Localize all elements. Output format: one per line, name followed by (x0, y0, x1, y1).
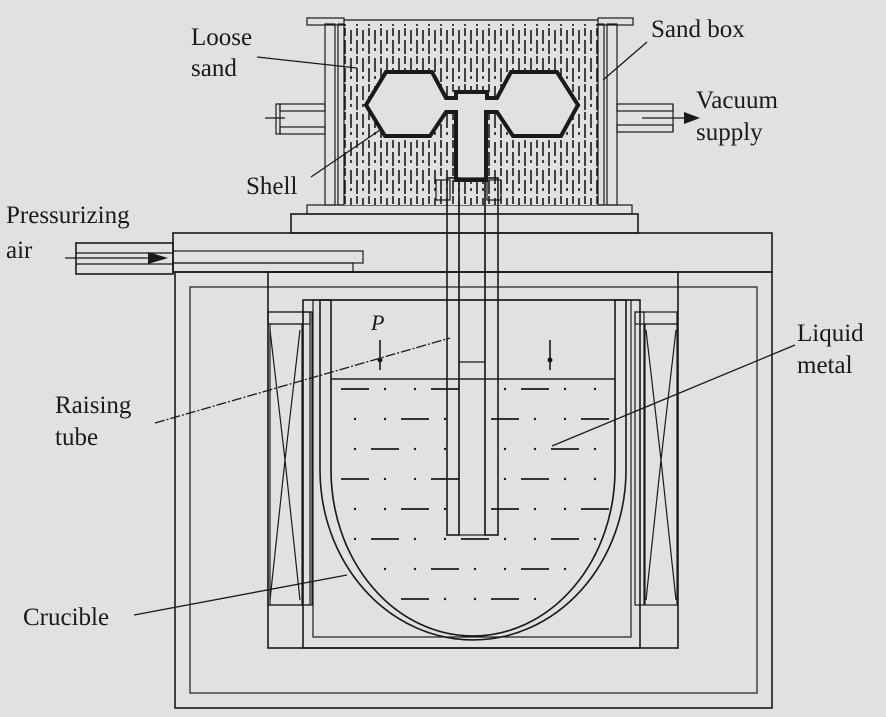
liquid-dot (503, 537, 507, 541)
crucible-wall (319, 299, 627, 641)
main-plate (172, 232, 773, 273)
raising-tube-wall-right (484, 177, 499, 536)
pressure-arrow-left (377, 340, 383, 370)
vacuum-port (616, 103, 700, 133)
liquid-dot (383, 387, 387, 391)
label-pressurizing-air-line2: air (6, 237, 33, 264)
liquid-dot (443, 537, 447, 541)
liquid-dot (563, 417, 567, 421)
liquid-dot (413, 387, 417, 391)
label-raising-tube-line2: tube (55, 424, 98, 451)
liquid-dot (563, 477, 567, 481)
leader-liquid-metal (551, 344, 796, 447)
upper-plate (290, 213, 639, 234)
liquid-dot (563, 507, 567, 511)
labels: Loose sand Sand box Vacuum supply Shell … (6, 16, 864, 631)
liquid-dot (413, 537, 417, 541)
liquid-dot (353, 537, 357, 541)
leader-crucible (133, 574, 348, 616)
liquid-dot (533, 537, 537, 541)
liquid-dot (593, 387, 597, 391)
raising-tube (435, 177, 502, 536)
tube-collar-left (435, 179, 451, 201)
furnace-outer-wall (174, 271, 773, 709)
leader-loose-sand (256, 56, 358, 69)
pressure-arrows: P (370, 310, 553, 370)
pressure-symbol: P (370, 310, 384, 335)
air-flow-arrow (148, 252, 168, 264)
side-port-left (265, 103, 326, 135)
liquid-dot (533, 417, 537, 421)
leader-raising-tube (154, 337, 451, 424)
liquid-dot (383, 507, 387, 511)
liquid-dot (533, 507, 537, 511)
heating-coil-right (634, 311, 678, 606)
liquid-dot (593, 537, 597, 541)
liquid-dot (503, 567, 507, 571)
liquid-dot (353, 417, 357, 421)
tube-collar-right (486, 179, 502, 201)
liquid-dot (503, 447, 507, 451)
liquid-dot (383, 417, 387, 421)
leader-lines (133, 41, 796, 616)
liquid-dot (533, 597, 537, 601)
liquid-dot (443, 597, 447, 601)
liquid-metal (330, 378, 616, 637)
air-channel (172, 250, 364, 264)
liquid-dot (503, 387, 507, 391)
furnace-inner-line (189, 286, 758, 694)
heating-coil-left (267, 311, 313, 606)
vacuum-flow-arrow (684, 112, 700, 124)
liquid-dot (353, 507, 357, 511)
liquid-dot (443, 447, 447, 451)
liquid-dot (593, 447, 597, 451)
shell-mould (363, 70, 581, 182)
liquid-dot (563, 567, 567, 571)
furnace (174, 271, 773, 709)
label-loose-sand-line2: sand (191, 55, 237, 82)
liquid-dot (563, 387, 567, 391)
liquid-dot (413, 567, 417, 571)
heating-coils (267, 311, 678, 606)
liquid-dot (443, 507, 447, 511)
sand-box-top-flange-right (597, 17, 634, 26)
liquid-dot (593, 477, 597, 481)
crucible (319, 299, 627, 641)
label-liquid-metal-line1: Liquid (797, 320, 864, 347)
raising-tube-wall-left (446, 177, 460, 536)
liquid-dot (383, 477, 387, 481)
sand-box-top-flange-left (306, 17, 345, 26)
shell (363, 70, 581, 182)
label-liquid-metal-line2: metal (797, 352, 853, 379)
liquid-dot (443, 417, 447, 421)
label-vacuum-supply-line1: Vacuum (696, 87, 778, 114)
pressure-arrow-right (547, 340, 553, 370)
label-vacuum-supply-line2: supply (696, 119, 763, 146)
liquid-dot (383, 567, 387, 571)
sand-box-base-flange (306, 204, 633, 215)
liquid-dot (413, 447, 417, 451)
liquid-dot (413, 477, 417, 481)
liquid-dot (533, 447, 537, 451)
air-inlet (65, 242, 174, 275)
liquid-dot (353, 447, 357, 451)
base-plate (172, 204, 773, 273)
label-pressurizing-air-line1: Pressurizing (6, 202, 130, 229)
liquid-dot (473, 597, 477, 601)
liquid-texture (341, 387, 609, 601)
raising-tube-bore (458, 177, 486, 536)
label-crucible: Crucible (23, 604, 109, 631)
label-loose-sand-line1: Loose (191, 24, 252, 51)
label-shell: Shell (246, 173, 297, 200)
label-sand-box: Sand box (651, 16, 745, 43)
leader-sand-box (602, 41, 648, 81)
liquid-dot (473, 567, 477, 571)
crucible-chamber-liner (302, 299, 641, 649)
leader-shell (310, 129, 381, 178)
liquid-dot (503, 477, 507, 481)
furnace-cavity (267, 271, 679, 649)
label-raising-tube-line1: Raising (55, 392, 132, 419)
crucible-chamber (312, 299, 632, 638)
